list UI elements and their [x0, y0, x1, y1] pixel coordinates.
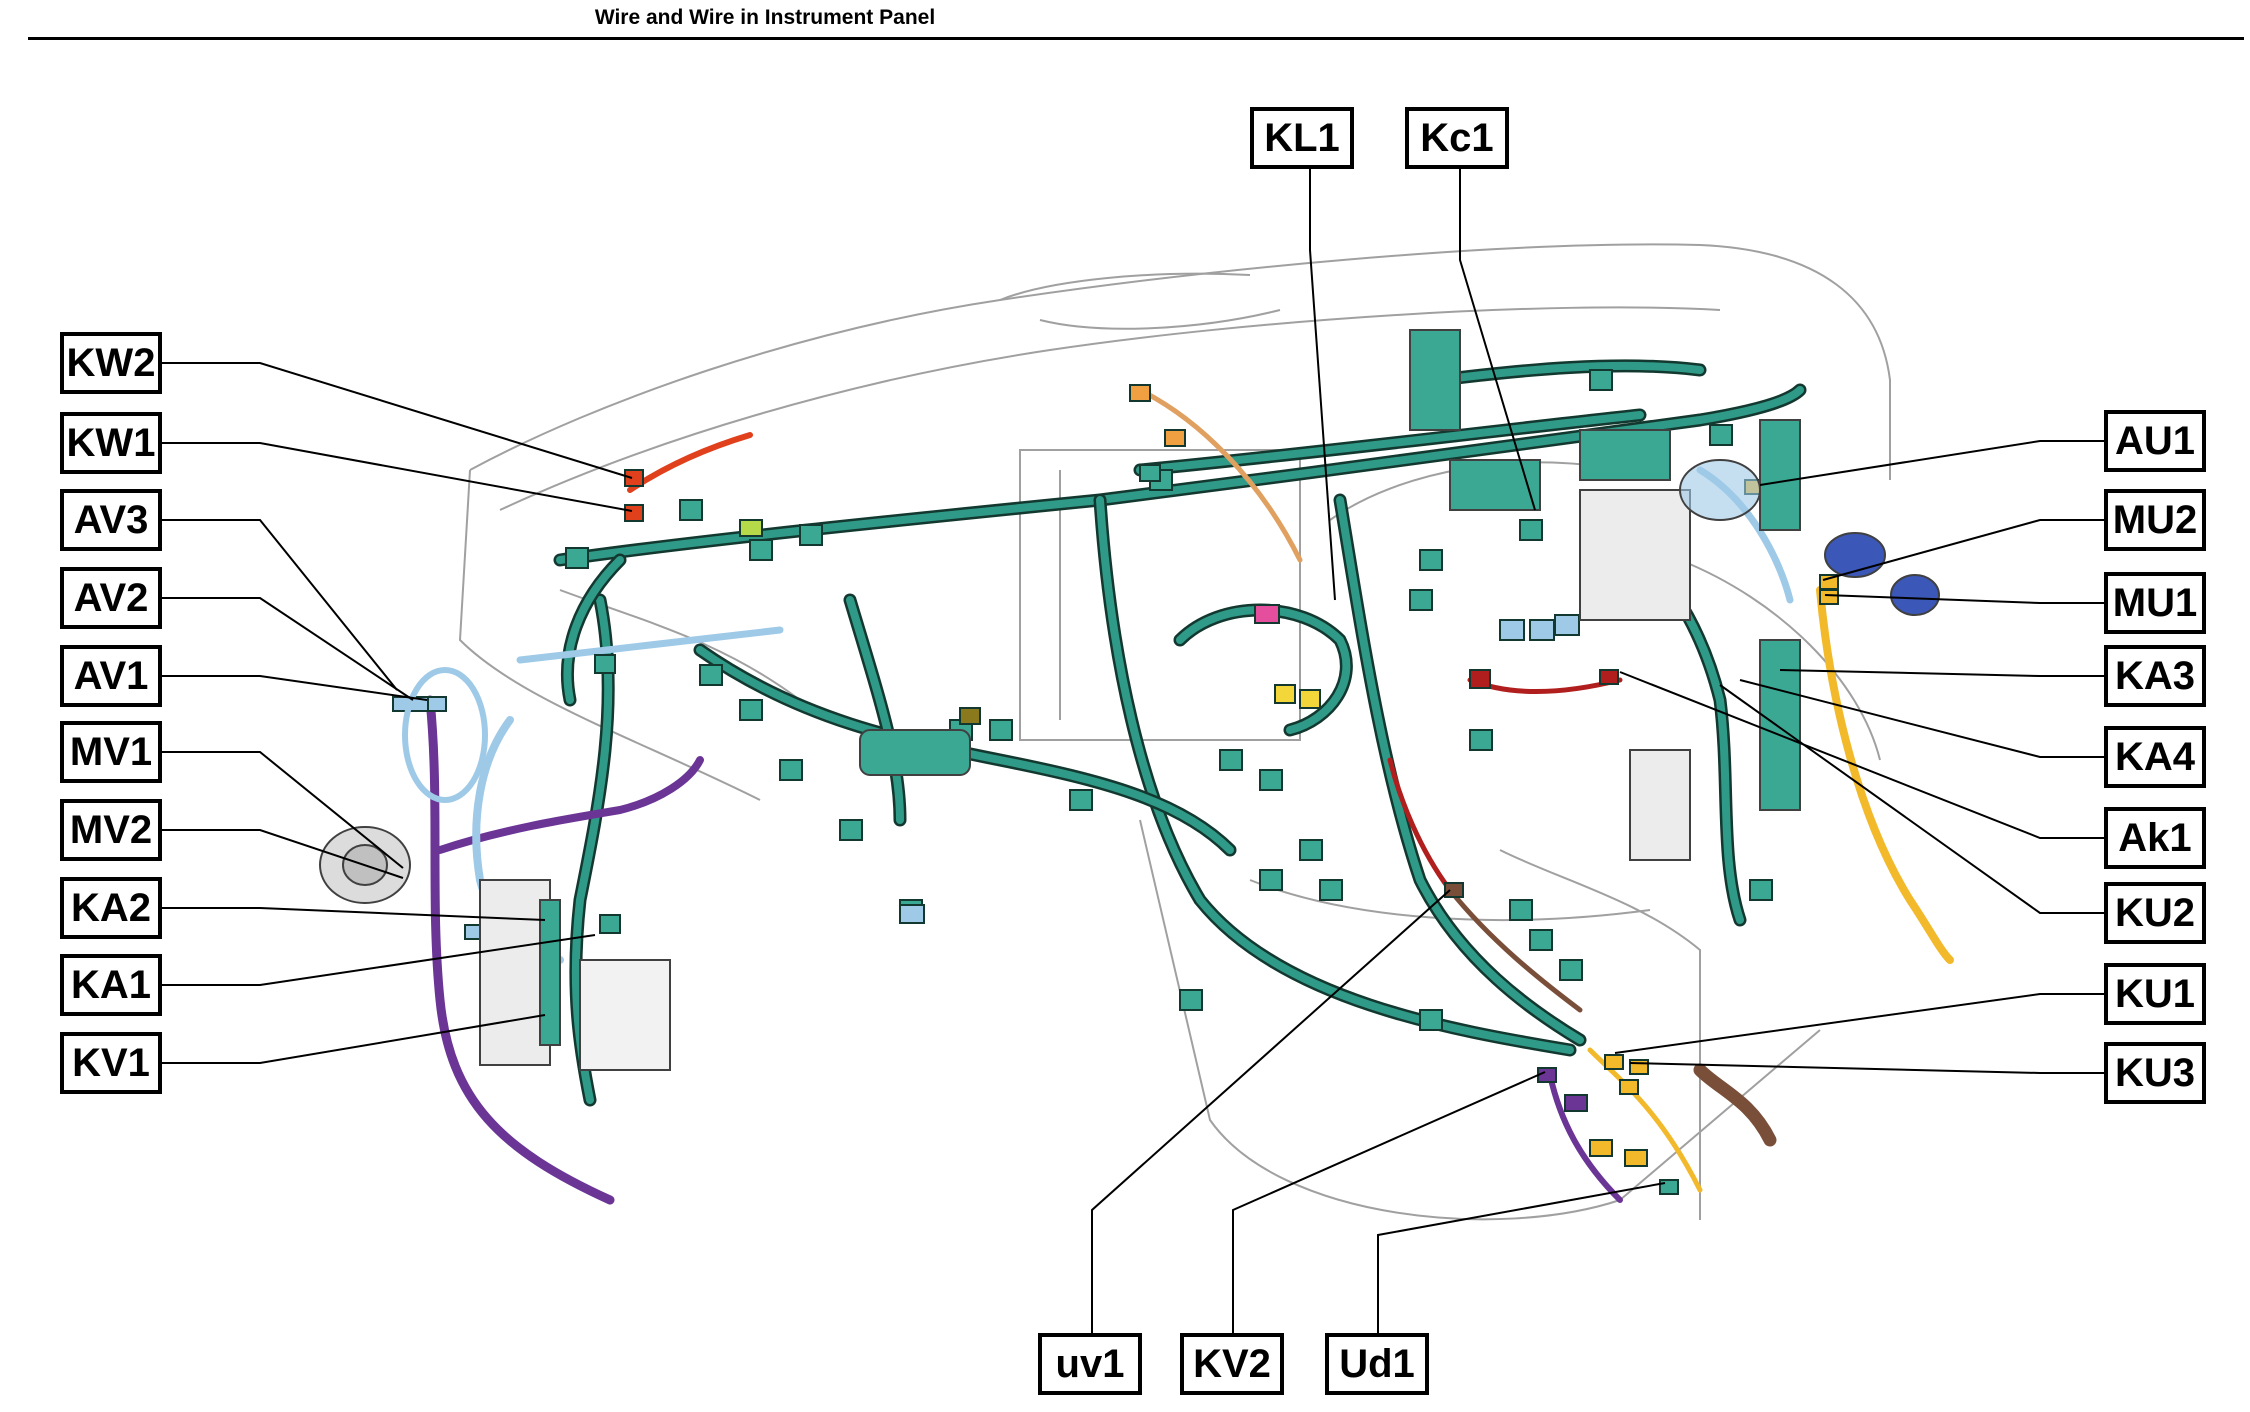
label-AV3: AV3 [60, 489, 162, 551]
label-MV1: MV1 [60, 721, 162, 783]
dashboard-outline [458, 243, 1891, 1221]
label-MU2: MU2 [2104, 489, 2206, 551]
junction-blocks [479, 329, 1801, 1071]
label-KL1: KL1 [1250, 107, 1354, 169]
label-KA4: KA4 [2104, 726, 2206, 788]
connectors [392, 369, 1839, 1195]
label-KW1: KW1 [60, 412, 162, 474]
label-KV2: KV2 [1180, 1333, 1284, 1395]
label-MU1: MU1 [2104, 572, 2206, 634]
page-title: Wire and Wire in Instrument Panel [594, 6, 936, 29]
label-KA1: KA1 [60, 954, 162, 1016]
label-AV1: AV1 [60, 645, 162, 707]
label-uv1: uv1 [1038, 1333, 1142, 1395]
label-Ak1: Ak1 [2104, 807, 2206, 869]
label-AV2: AV2 [60, 567, 162, 629]
label-MV2: MV2 [60, 799, 162, 861]
label-KU1: KU1 [2104, 963, 2206, 1025]
label-Kc1: Kc1 [1405, 107, 1509, 169]
label-KA2: KA2 [60, 877, 162, 939]
label-KU2: KU2 [2104, 882, 2206, 944]
leader-lines [162, 169, 2104, 1333]
label-KA3: KA3 [2104, 645, 2206, 707]
label-KU3: KU3 [2104, 1042, 2206, 1104]
label-Ud1: Ud1 [1325, 1333, 1429, 1395]
label-AU1: AU1 [2104, 410, 2206, 472]
label-KV1: KV1 [60, 1032, 162, 1094]
label-KW2: KW2 [60, 332, 162, 394]
title-rule [28, 37, 2244, 40]
